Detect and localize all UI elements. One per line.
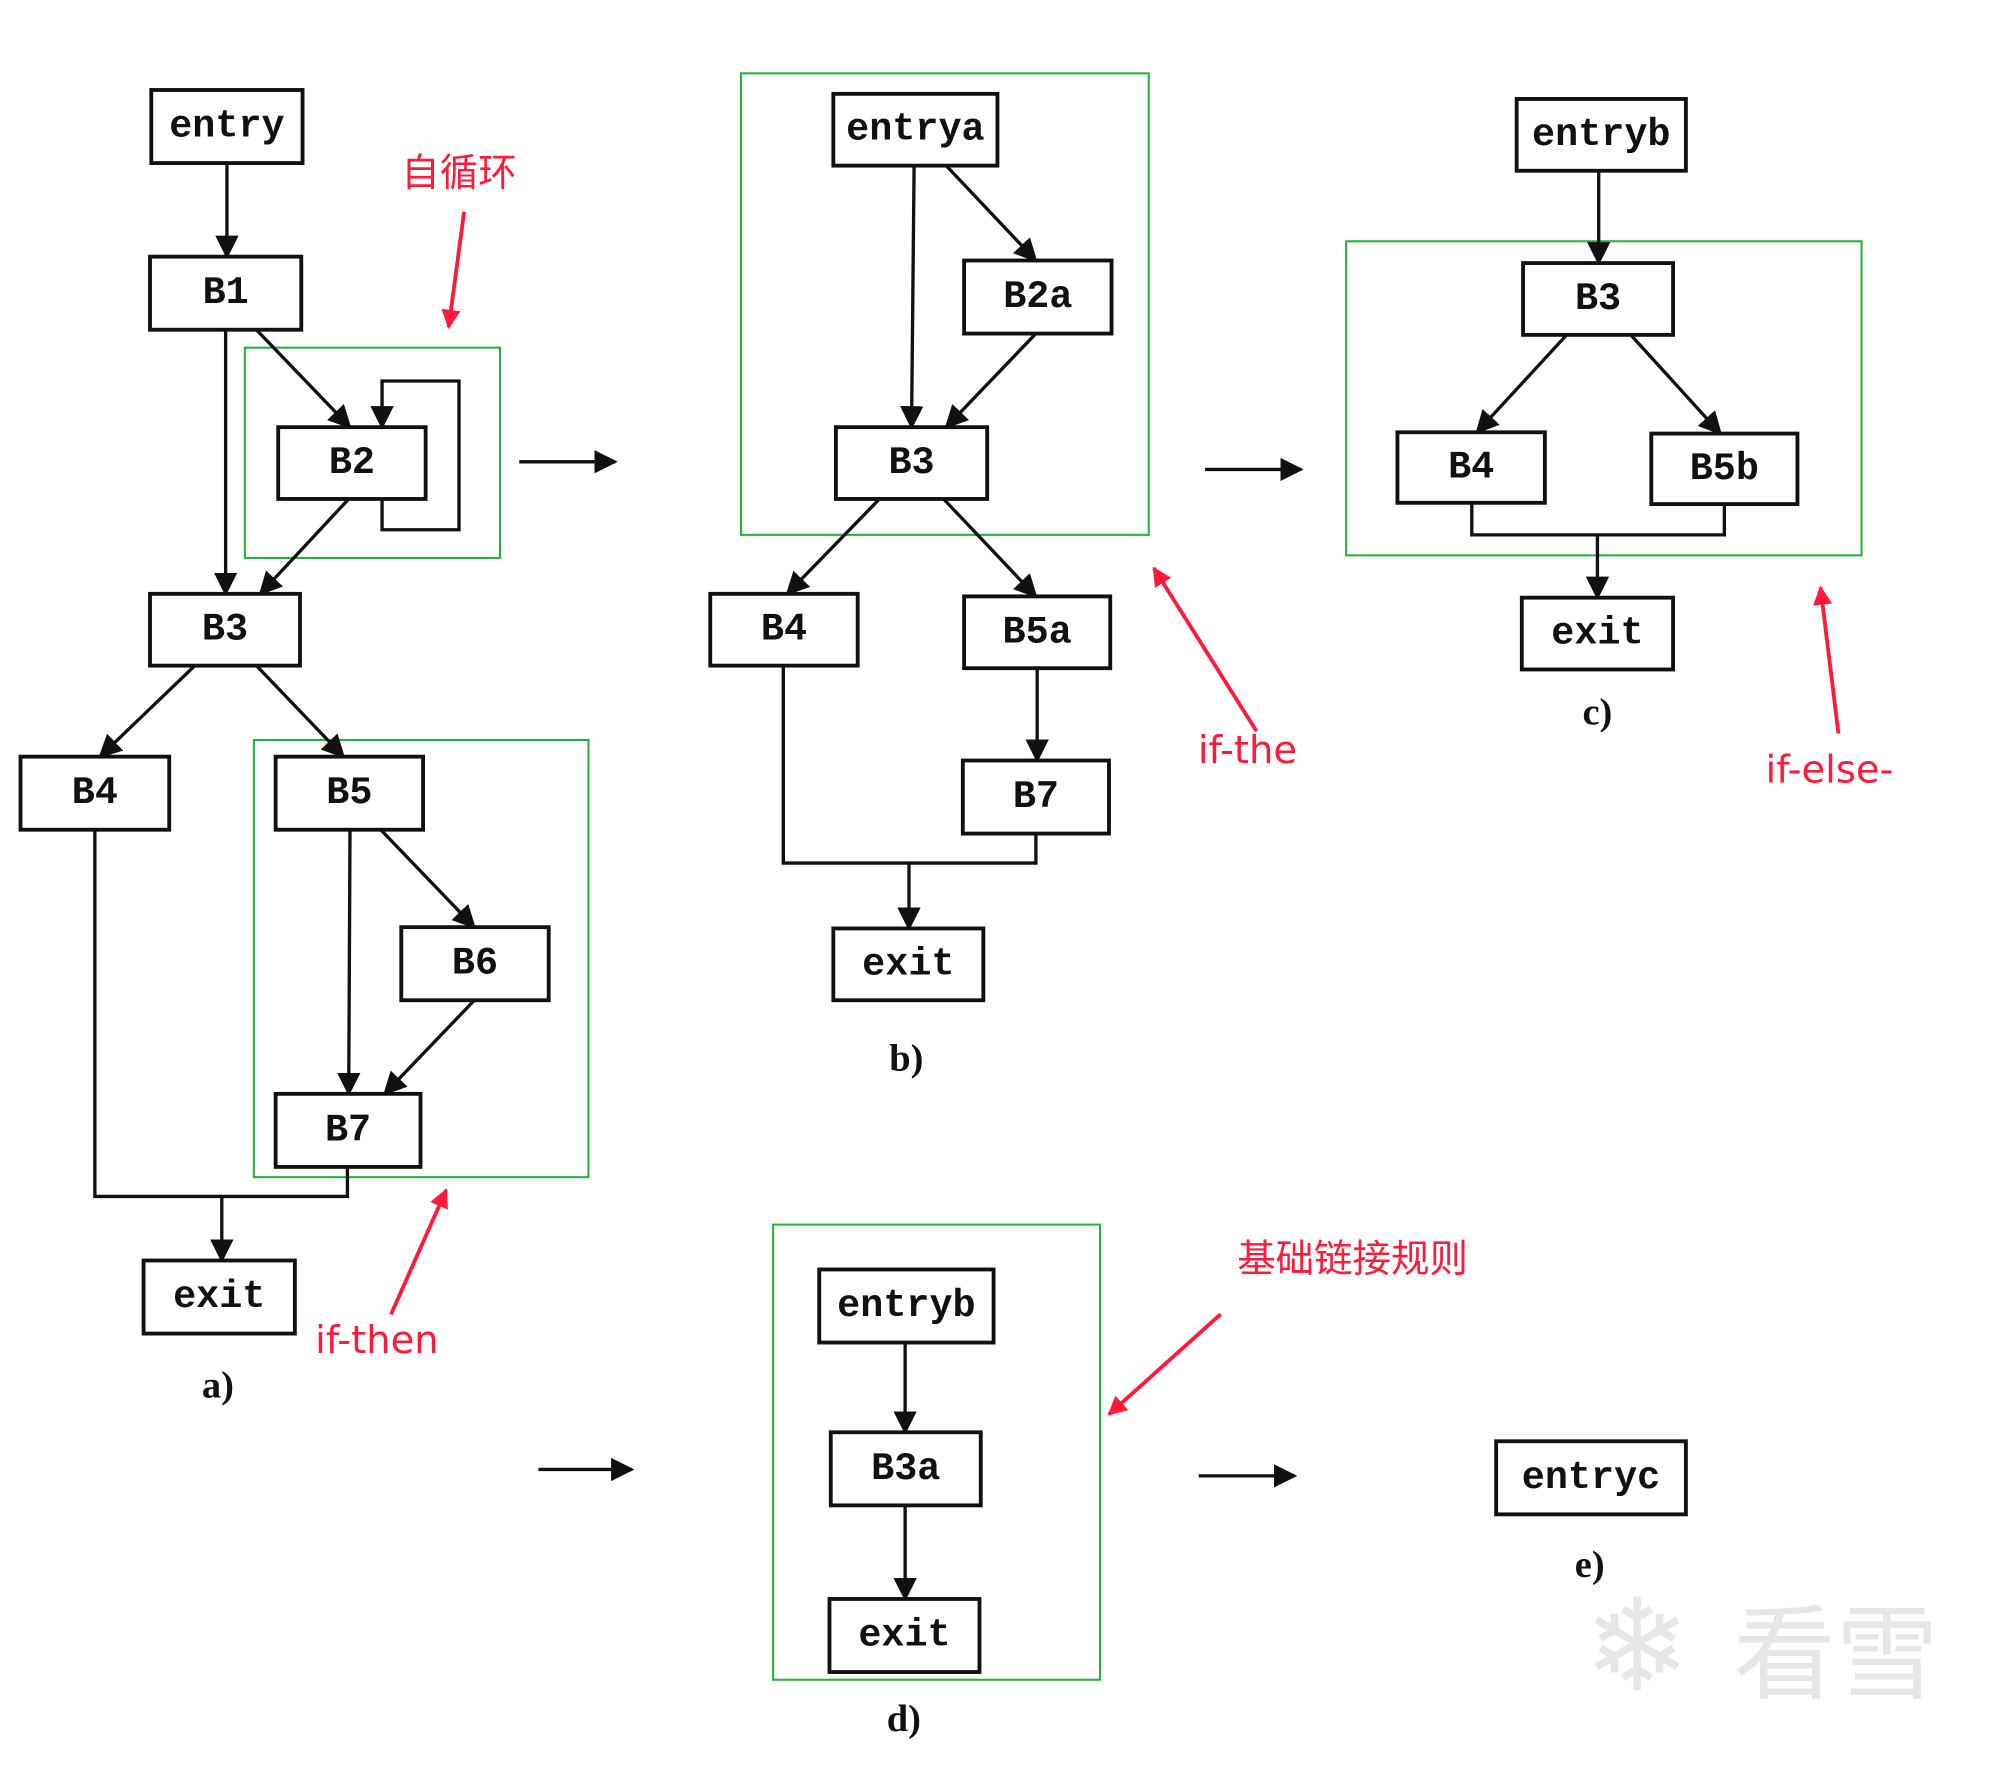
node-label: B2 bbox=[329, 441, 375, 485]
region-highlight-box bbox=[252, 738, 590, 1179]
annotation-arrow-icon bbox=[1152, 566, 1259, 733]
node-b-entrya: entrya bbox=[831, 91, 1000, 168]
node-d-b3a: B3a bbox=[828, 1430, 983, 1508]
panel-caption-e: e) bbox=[1575, 1544, 1605, 1586]
flow-edge bbox=[98, 664, 197, 759]
node-label: B7 bbox=[1013, 775, 1059, 819]
node-label: B5 bbox=[326, 771, 372, 815]
node-label: entryc bbox=[1522, 1456, 1660, 1500]
annotation-arrow-icon bbox=[389, 1188, 448, 1316]
node-b-b7: B7 bbox=[960, 758, 1111, 836]
node-label: exit bbox=[173, 1275, 265, 1319]
node-d-entryb: entryb bbox=[817, 1267, 996, 1345]
annotation-self-loop: 自循环 bbox=[401, 151, 516, 196]
panel-caption-b: b) bbox=[889, 1038, 923, 1080]
node-label: B1 bbox=[203, 271, 249, 315]
flow-edge bbox=[944, 332, 1038, 429]
node-a-entry: entry bbox=[149, 88, 305, 165]
panel-caption-c: c) bbox=[1582, 692, 1612, 734]
node-label: exit bbox=[1551, 612, 1643, 656]
flow-edge bbox=[1475, 333, 1568, 435]
node-c-b3: B3 bbox=[1521, 261, 1676, 337]
node-c-exit: exit bbox=[1519, 595, 1675, 672]
flow-edge bbox=[785, 497, 881, 596]
node-label: B4 bbox=[1448, 446, 1494, 490]
region-highlight-box bbox=[772, 1223, 1102, 1681]
watermark: ❄ 看雪 bbox=[1583, 1572, 1938, 1721]
node-b-b4: B4 bbox=[708, 591, 860, 668]
node-b-b5a: B5a bbox=[962, 594, 1113, 671]
region-highlight-box bbox=[740, 72, 1150, 536]
node-label: B2a bbox=[1003, 275, 1072, 319]
annotation-if-else: if-else- bbox=[1766, 747, 1894, 792]
node-label: B5a bbox=[1003, 610, 1072, 654]
region-highlight-box bbox=[1345, 240, 1863, 557]
snowflake-logo-icon: ❄ bbox=[1583, 1572, 1690, 1721]
annotation-if-then-a: if-then bbox=[315, 1318, 438, 1363]
node-a-b4: B4 bbox=[18, 754, 172, 832]
node-label: B3a bbox=[871, 1447, 940, 1491]
node-label: B4 bbox=[72, 771, 118, 815]
flow-edge bbox=[379, 828, 476, 929]
flow-edge bbox=[255, 664, 346, 759]
node-a-b1: B1 bbox=[148, 254, 304, 332]
flow-edge bbox=[255, 328, 352, 429]
flow-edge bbox=[258, 497, 350, 596]
annotation-arrow-icon bbox=[1107, 1312, 1222, 1416]
node-label: entryb bbox=[837, 1284, 975, 1328]
node-label: B5b bbox=[1690, 447, 1759, 491]
flow-edge bbox=[337, 829, 361, 1097]
region-highlight-box bbox=[243, 346, 502, 559]
node-label: B3 bbox=[1575, 277, 1621, 321]
flow-edge bbox=[1629, 333, 1723, 436]
node-b-exit: exit bbox=[831, 926, 986, 1003]
node-b-b3: B3 bbox=[833, 425, 990, 501]
flow-edge bbox=[900, 165, 924, 430]
node-label: entryb bbox=[1532, 113, 1670, 157]
node-label: exit bbox=[862, 942, 954, 986]
node-a-exit: exit bbox=[141, 1258, 297, 1336]
flow-edge bbox=[942, 497, 1038, 599]
annotation-basic-chain: 基础链接规则 bbox=[1237, 1237, 1468, 1282]
panel-caption-d: d) bbox=[887, 1698, 921, 1740]
node-b-b2a: B2a bbox=[962, 258, 1114, 336]
node-label: entrya bbox=[846, 108, 984, 152]
node-a-b5: B5 bbox=[273, 754, 425, 832]
annotation-if-then-b: if-the bbox=[1198, 728, 1297, 773]
node-label: B7 bbox=[325, 1108, 371, 1152]
node-label: B3 bbox=[888, 441, 934, 485]
node-label: B4 bbox=[761, 608, 807, 652]
flow-edge bbox=[1470, 502, 1727, 537]
flow-edge bbox=[944, 164, 1038, 263]
node-d-exit: exit bbox=[827, 1597, 982, 1674]
node-label: exit bbox=[858, 1614, 950, 1658]
node-c-b4: B4 bbox=[1395, 430, 1547, 505]
node-label: B6 bbox=[452, 942, 498, 986]
node-a-b6: B6 bbox=[399, 925, 551, 1003]
flow-edge bbox=[383, 999, 476, 1096]
panel-caption-a: a) bbox=[202, 1365, 234, 1407]
node-a-b7: B7 bbox=[273, 1091, 423, 1169]
watermark-text: 看雪 bbox=[1733, 1596, 1938, 1715]
node-c-entryb: entryb bbox=[1514, 97, 1688, 173]
annotation-arrow-icon bbox=[441, 211, 467, 330]
node-a-b3: B3 bbox=[148, 591, 302, 668]
node-c-b5b: B5b bbox=[1649, 431, 1800, 507]
node-label: entry bbox=[169, 105, 284, 149]
node-e-entryc: entryc bbox=[1494, 1439, 1688, 1517]
node-label: B3 bbox=[202, 608, 248, 652]
annotation-arrow-icon bbox=[1813, 585, 1841, 734]
flow-edge bbox=[370, 379, 461, 532]
node-a-b2: B2 bbox=[276, 425, 428, 501]
